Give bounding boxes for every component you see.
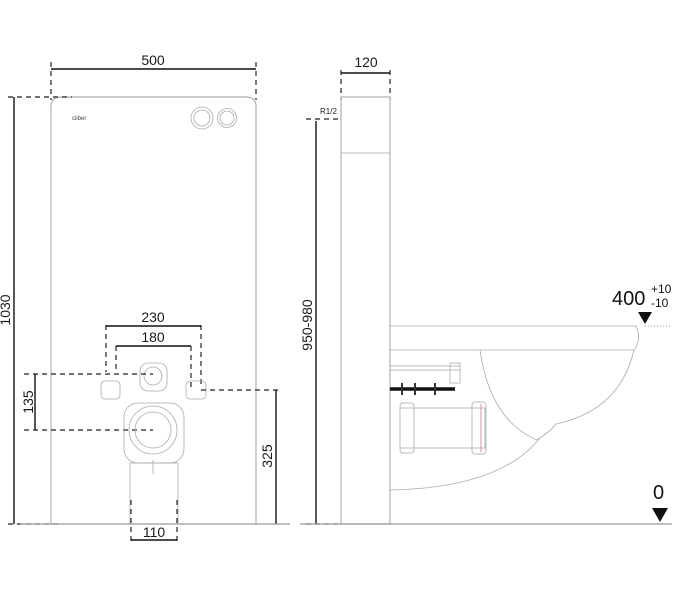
height-dimension-label: 1030 [0,294,13,325]
flush-buttons-icon [190,106,237,130]
drain-pipe-dimension-label: 110 [143,524,166,540]
panel-outline [50,96,257,524]
bracket-to-drain-dimension-label: 135 [20,390,36,414]
left-bracket-icon [100,380,121,400]
seat-tolerance-minus: -10 [651,296,669,310]
width-dimension-label: 500 [141,52,165,68]
depth-dimension-label: 120 [354,54,378,70]
drain-elbow-icon [123,402,185,525]
bracket-height-dimension-label: 325 [259,444,275,468]
water-inlet-icon [139,362,168,392]
level-marker-icon [638,312,652,324]
seat-tolerance-plus: +10 [651,282,672,296]
inlet-height-dimension-label: 950-980 [299,299,315,351]
frame-side-outline [340,96,391,525]
side-view: 120 R1/2 950-980 [299,54,672,525]
bracket-outer-dimension-label: 230 [141,309,165,325]
floor-level-label: 0 [653,482,664,504]
seat-height-label: 400 [612,288,645,310]
toilet-bowl-side-icon [389,325,639,491]
water-inlet-label: R1/2 [320,107,337,116]
brand-label: ciiber [72,116,86,122]
floor-level-marker-icon [652,508,668,522]
front-view: ciiber 500 1030 230 180 [0,52,290,542]
bracket-inner-dimension-label: 180 [141,329,165,345]
